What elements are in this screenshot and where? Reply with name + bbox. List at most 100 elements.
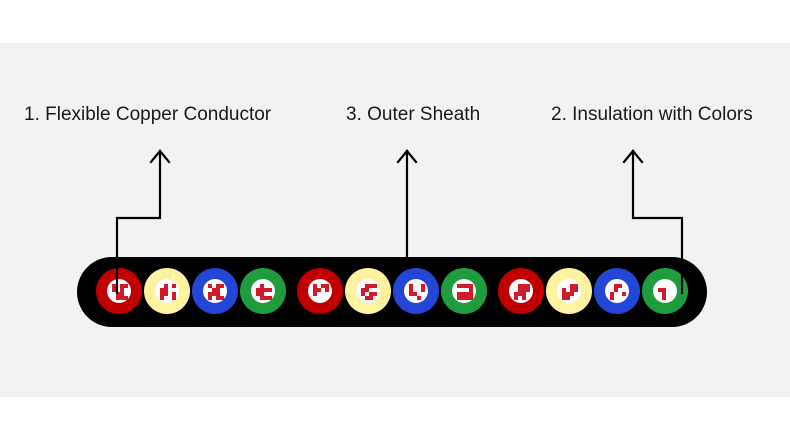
copper-strand xyxy=(469,296,473,300)
copper-strand xyxy=(208,284,212,288)
copper-strand xyxy=(409,284,413,288)
copper-strand xyxy=(413,292,417,296)
copper-strand xyxy=(570,292,574,296)
copper-strand xyxy=(260,292,264,296)
copper-strand xyxy=(469,284,473,288)
copper-strand xyxy=(562,292,566,296)
copper-strand xyxy=(465,284,469,288)
copper-strand xyxy=(112,284,116,288)
copper-strand xyxy=(220,296,224,300)
copper-strand xyxy=(461,284,465,288)
copper-strand xyxy=(164,288,168,292)
copper-strand xyxy=(212,288,216,292)
copper-strand xyxy=(365,288,369,292)
label-insulation-with-colors: 2. Insulation with Colors xyxy=(551,104,753,125)
copper-strand xyxy=(365,284,369,288)
copper-strand xyxy=(116,296,120,300)
label-flexible-copper-conductor: 1. Flexible Copper Conductor xyxy=(24,104,272,125)
copper-strand xyxy=(369,284,373,288)
copper-strand xyxy=(461,292,465,296)
conductor-row xyxy=(96,268,688,314)
copper-strand xyxy=(658,288,662,292)
copper-strand xyxy=(325,288,329,292)
copper-strand xyxy=(469,292,473,296)
copper-strand xyxy=(260,296,264,300)
copper-strand xyxy=(160,292,164,296)
copper-strand xyxy=(662,296,666,300)
copper-strand xyxy=(421,288,425,292)
copper-strand xyxy=(361,288,365,292)
copper-strand xyxy=(313,284,317,288)
copper-strand xyxy=(361,292,365,296)
arrow-insulation xyxy=(622,149,684,295)
copper-strand xyxy=(522,292,526,296)
copper-strand xyxy=(260,288,264,292)
copper-strand xyxy=(518,288,522,292)
outer-sheath xyxy=(77,257,707,327)
copper-strand xyxy=(256,292,260,296)
copper-strand xyxy=(212,292,216,296)
copper-strand xyxy=(562,288,566,292)
copper-strand xyxy=(160,288,164,292)
copper-strand xyxy=(457,284,461,288)
copper-strand xyxy=(208,292,212,296)
copper-strand xyxy=(164,284,168,288)
copper-strand xyxy=(409,292,413,296)
copper-strand xyxy=(120,292,124,296)
copper-strand xyxy=(518,284,522,288)
copper-strand xyxy=(120,288,124,292)
copper-strand xyxy=(610,296,614,300)
copper-strand xyxy=(112,288,116,292)
copper-strand xyxy=(120,296,124,300)
arrow-conductor xyxy=(115,149,171,295)
copper-strand xyxy=(614,288,618,292)
copper-strand xyxy=(465,292,469,296)
label-outer-sheath: 3. Outer Sheath xyxy=(346,104,481,125)
copper-strand xyxy=(570,288,574,292)
copper-strand xyxy=(614,284,618,288)
copper-strand xyxy=(526,284,530,288)
copper-strand xyxy=(574,284,578,288)
background-band xyxy=(0,43,790,397)
copper-strand xyxy=(522,296,526,300)
copper-strand xyxy=(313,292,317,296)
copper-strand xyxy=(164,292,168,296)
copper-strand xyxy=(369,296,373,300)
copper-strand xyxy=(216,288,220,292)
copper-strand xyxy=(461,296,465,300)
copper-strand xyxy=(216,284,220,288)
copper-strand xyxy=(574,288,578,292)
copper-strand xyxy=(469,288,473,292)
copper-strand xyxy=(465,296,469,300)
copper-strand xyxy=(421,284,425,288)
copper-strand xyxy=(518,292,522,296)
copper-strand xyxy=(325,284,329,288)
copper-strand xyxy=(208,296,212,300)
copper-strand xyxy=(522,284,526,288)
copper-strand xyxy=(514,292,518,296)
copper-strand xyxy=(369,292,373,296)
arrow-sheath xyxy=(396,149,418,260)
copper-strand xyxy=(317,288,321,292)
copper-strand xyxy=(268,296,272,300)
copper-strand xyxy=(622,292,626,296)
copper-strand xyxy=(321,284,325,288)
copper-strand xyxy=(172,296,176,300)
copper-strand xyxy=(260,284,264,288)
copper-strand xyxy=(264,296,268,300)
copper-strand xyxy=(365,296,369,300)
copper-strand xyxy=(417,296,421,300)
copper-strand xyxy=(570,284,574,288)
copper-strand xyxy=(514,296,518,300)
copper-strand xyxy=(120,284,124,288)
copper-strand xyxy=(216,292,220,296)
copper-strand xyxy=(562,296,566,300)
copper-strand xyxy=(618,284,622,288)
copper-strand xyxy=(457,292,461,296)
copper-strand xyxy=(457,296,461,300)
copper-strand xyxy=(566,296,570,300)
copper-strand xyxy=(662,288,666,292)
copper-strand xyxy=(373,292,377,296)
copper-strand xyxy=(373,284,377,288)
